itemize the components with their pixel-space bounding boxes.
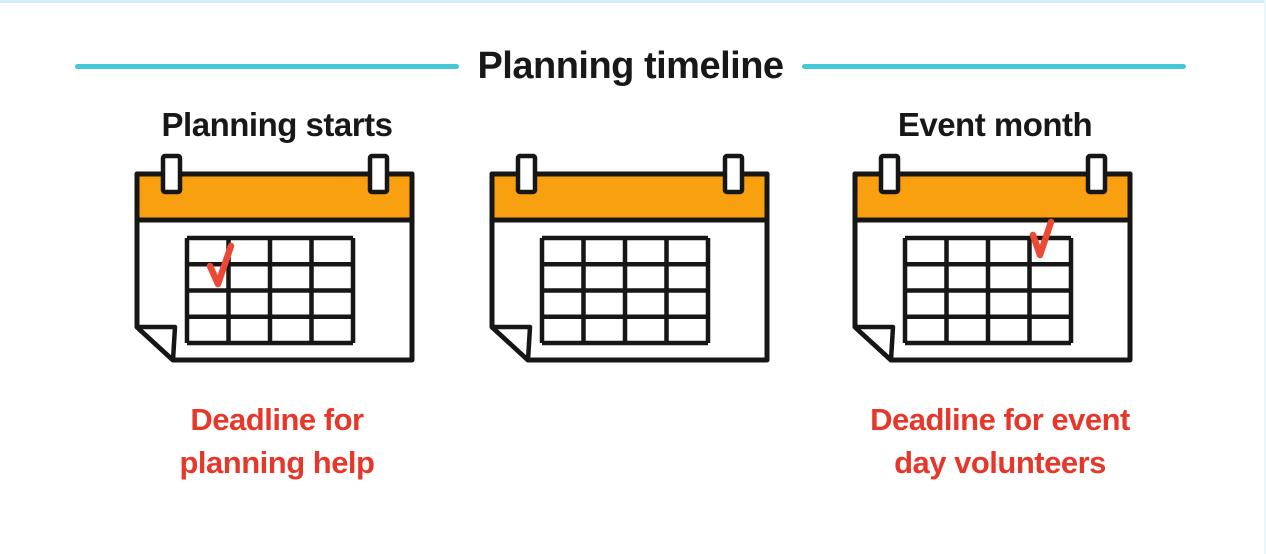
calendar-icon-event-month xyxy=(852,153,1133,363)
calendar-icon-middle-month xyxy=(489,153,770,363)
clip-icon xyxy=(722,153,745,195)
caption-line: day volunteers xyxy=(894,445,1106,480)
calendar-grid xyxy=(184,235,356,346)
checkmark-icon xyxy=(206,242,235,288)
page-curl xyxy=(852,324,896,363)
caption-planning-help-deadline: Deadline for planning help xyxy=(107,398,447,484)
page-curl xyxy=(134,324,178,363)
calendar-header-band xyxy=(852,171,1133,223)
clip-icon xyxy=(515,153,538,195)
title-rule-left xyxy=(75,63,460,69)
calendar-header-band xyxy=(489,171,770,223)
calendar-grid xyxy=(539,235,711,346)
title-rule-right xyxy=(801,63,1187,69)
caption-line: planning help xyxy=(179,445,376,480)
clip-icon xyxy=(367,153,390,195)
right-edge-line xyxy=(1264,0,1266,554)
checkmark-icon xyxy=(1029,218,1055,259)
calendar-header-band xyxy=(134,171,415,223)
calendar-icon-planning-starts xyxy=(134,153,415,363)
label-event-month: Event month xyxy=(897,106,1093,143)
clip-icon xyxy=(1085,153,1108,195)
page-title: Planning timeline xyxy=(477,44,784,87)
page-curl xyxy=(489,324,533,363)
label-planning-starts: Planning starts xyxy=(161,106,393,143)
caption-line: Deadline for xyxy=(190,402,364,437)
clip-icon xyxy=(160,153,183,195)
title-row: Planning timeline xyxy=(75,44,1187,88)
calendar-grid xyxy=(902,235,1074,346)
top-edge-line xyxy=(0,0,1266,3)
caption-line: Deadline for event xyxy=(870,402,1130,437)
clip-icon xyxy=(878,153,901,195)
caption-event-volunteers-deadline: Deadline for event day volunteers xyxy=(818,398,1182,484)
